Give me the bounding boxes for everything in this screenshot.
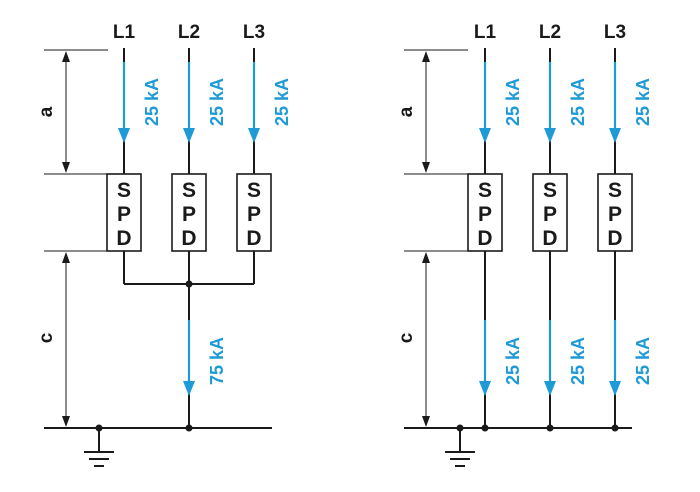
svg-text:S: S — [478, 179, 492, 202]
left-dimension-c: c — [36, 252, 70, 427]
right-dimension-c-label: c — [396, 332, 417, 343]
right-dimension-a-label: a — [396, 106, 417, 117]
right-phase-label-l1: L1 — [474, 22, 497, 43]
svg-text:S: S — [543, 179, 557, 202]
left-current-arrow-l2 — [183, 62, 195, 143]
svg-text:P: P — [182, 203, 196, 226]
left-current-label-l2: 25 kA — [207, 78, 227, 126]
svg-text:S: S — [117, 179, 131, 202]
right-lower-current-label-l1: 25 kA — [503, 337, 523, 385]
right-diagram: L1 L2 L3 a c — [396, 22, 653, 467]
svg-text:P: P — [247, 203, 261, 226]
right-spd-1: S P D — [467, 173, 503, 252]
left-spd-2: S P D — [171, 173, 207, 252]
svg-text:D: D — [542, 227, 557, 250]
svg-text:S: S — [247, 179, 261, 202]
right-lower-current-arrow-l1 — [479, 320, 491, 396]
svg-text:P: P — [608, 203, 622, 226]
right-current-label-l3: 25 kA — [633, 78, 653, 126]
right-lower-current-label-l3: 25 kA — [633, 337, 653, 385]
svg-text:D: D — [246, 227, 261, 250]
svg-text:P: P — [478, 203, 492, 226]
right-ground-icon — [445, 428, 475, 467]
right-dimension-a: a — [396, 51, 430, 173]
right-spd-3: S P D — [597, 173, 633, 252]
right-earth-junction-l3 — [611, 424, 619, 432]
left-earth-junction — [185, 424, 193, 432]
left-current-arrow-l3 — [248, 62, 260, 143]
left-spd-3: S P D — [236, 173, 272, 252]
right-lower-current-arrow-l3 — [609, 320, 621, 396]
left-dimension-a-label: a — [36, 106, 57, 117]
right-phase-label-l2: L2 — [539, 22, 561, 43]
svg-text:D: D — [607, 227, 622, 250]
left-diagram: L1 L2 L3 a c — [36, 22, 292, 467]
right-current-arrow-l1 — [479, 62, 491, 143]
right-current-arrow-l3 — [609, 62, 621, 143]
svg-text:P: P — [117, 203, 131, 226]
svg-text:D: D — [477, 227, 492, 250]
right-lower-current-label-l2: 25 kA — [568, 337, 588, 385]
right-current-label-l2: 25 kA — [568, 78, 588, 126]
right-current-label-l1: 25 kA — [503, 78, 523, 126]
right-earth-junction-l2 — [546, 424, 554, 432]
left-dimension-a: a — [36, 51, 70, 173]
svg-text:D: D — [181, 227, 196, 250]
svg-text:S: S — [608, 179, 622, 202]
right-dimension-c: c — [396, 252, 430, 427]
left-common-current-label: 75 kA — [207, 337, 227, 385]
left-current-label-l3: 25 kA — [272, 78, 292, 126]
left-common-current-arrow — [183, 320, 195, 396]
left-spd-1: S P D — [106, 173, 142, 252]
left-ground-icon — [84, 428, 114, 467]
right-earth-junction-l1 — [481, 424, 489, 432]
svg-text:S: S — [182, 179, 196, 202]
right-current-arrow-l2 — [544, 62, 556, 143]
right-lower-current-arrow-l2 — [544, 320, 556, 396]
right-spd-2: S P D — [532, 173, 568, 252]
left-phase-label-l3: L3 — [243, 22, 265, 43]
left-dimension-c-label: c — [36, 332, 57, 343]
left-current-label-l1: 25 kA — [142, 78, 162, 126]
left-current-arrow-l1 — [118, 62, 130, 143]
svg-text:D: D — [116, 227, 131, 250]
left-phase-label-l2: L2 — [178, 22, 200, 43]
svg-text:P: P — [543, 203, 557, 226]
left-phase-label-l1: L1 — [113, 22, 136, 43]
right-phase-label-l3: L3 — [604, 22, 626, 43]
